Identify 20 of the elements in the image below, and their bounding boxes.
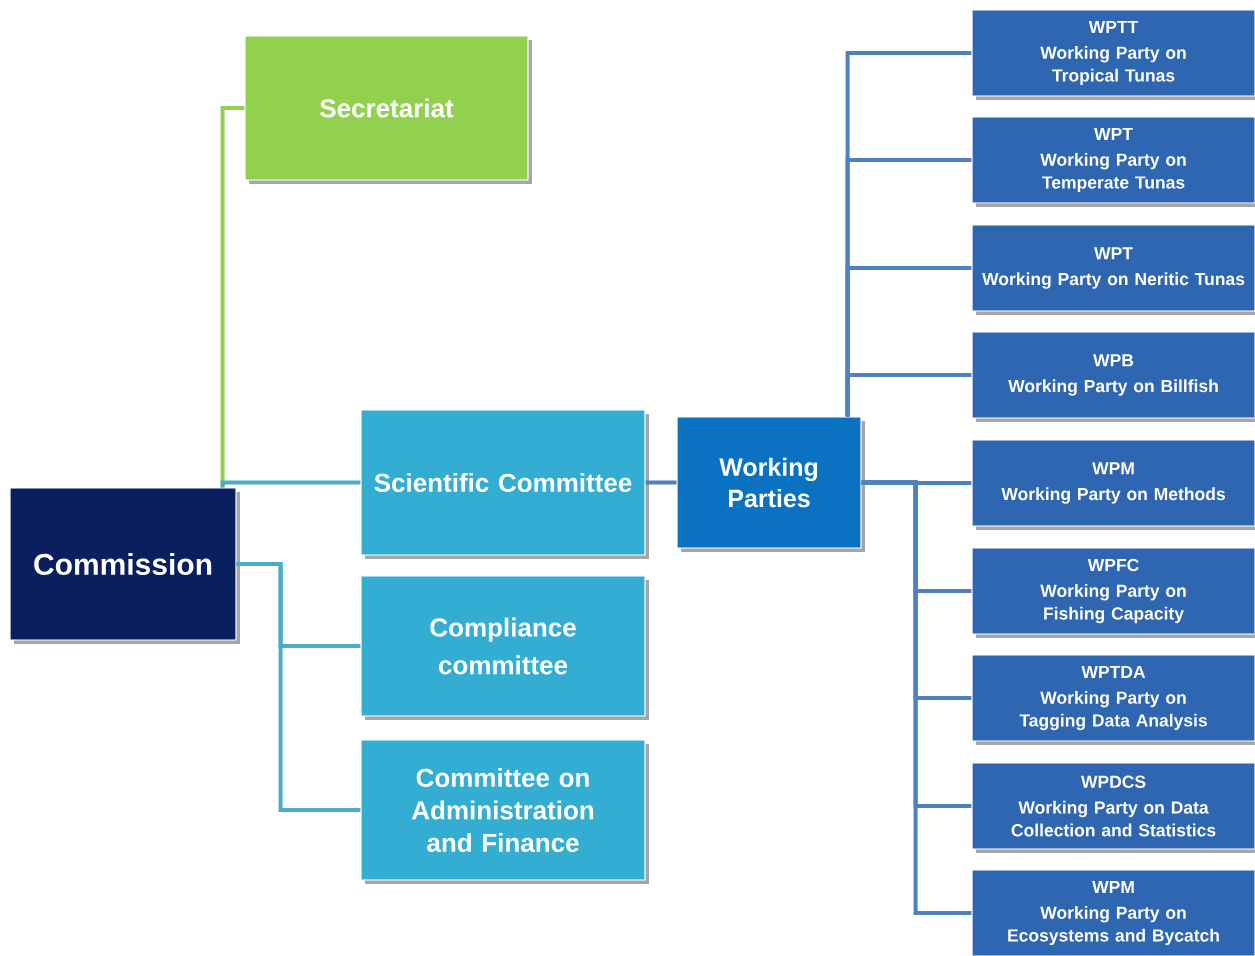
org-box: Working Parties	[676, 416, 865, 552]
org-box: WPDCS Working Party on Data Collection and Statistics	[971, 762, 1255, 853]
org-box: Compliance committee	[360, 575, 649, 720]
org-box: Secretariat	[244, 35, 532, 184]
org-box: WPM Working Party on Ecosystems and Bycatch	[971, 869, 1255, 956]
org-box: WPTT Working Party on Tropical Tunas	[971, 9, 1255, 100]
connector-line	[220, 480, 361, 488]
org-box: Scientific Committee	[360, 409, 649, 559]
org-box: WPTDA Working Party on Tagging Data Analysis	[971, 654, 1255, 745]
org-box: Committee on Administration and Finance	[360, 739, 649, 884]
org-box: WPB Working Party on Billfish	[971, 331, 1255, 422]
org-box: Commission	[9, 487, 240, 644]
org-box: WPT Working Party on Neritic Tunas	[971, 224, 1255, 315]
connector-line	[845, 373, 972, 417]
org-box: WPT Working Party on Temperate Tunas	[971, 116, 1255, 207]
connector-line	[861, 480, 972, 915]
org-box: WPFC Working Party on Fishing Capacity	[971, 547, 1255, 638]
org-box: WPM Working Party on Methods	[971, 439, 1255, 530]
connector-line	[236, 562, 361, 812]
connector-line	[645, 480, 677, 485]
